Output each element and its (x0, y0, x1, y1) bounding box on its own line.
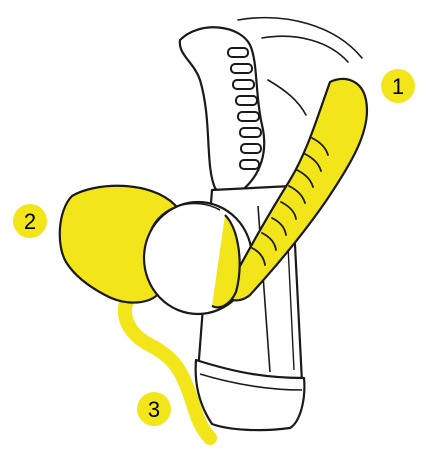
ear-fin-body (225, 77, 369, 302)
driver-housing-rim (149, 202, 221, 233)
ear-hook (178, 26, 266, 198)
callout-3-marker (137, 392, 171, 426)
ear-fin-collar (211, 214, 241, 309)
callout-2-marker (13, 204, 47, 238)
ear-fin (211, 77, 369, 309)
callout-1-marker (381, 69, 415, 103)
ear-hook-ridges (227, 47, 262, 170)
callout-2: 2 (13, 204, 47, 238)
motion-arcs (237, 16, 363, 116)
cable (117, 283, 217, 445)
stem-foot (194, 358, 306, 432)
callout-2-label: 2 (24, 209, 36, 234)
callout-1: 1 (381, 69, 415, 103)
callout-3-label: 3 (148, 397, 160, 422)
callout-1-label: 1 (392, 74, 404, 99)
ear-fin-ridges (251, 137, 329, 266)
callout-3: 3 (137, 392, 171, 426)
stem-foot-band (199, 373, 303, 391)
